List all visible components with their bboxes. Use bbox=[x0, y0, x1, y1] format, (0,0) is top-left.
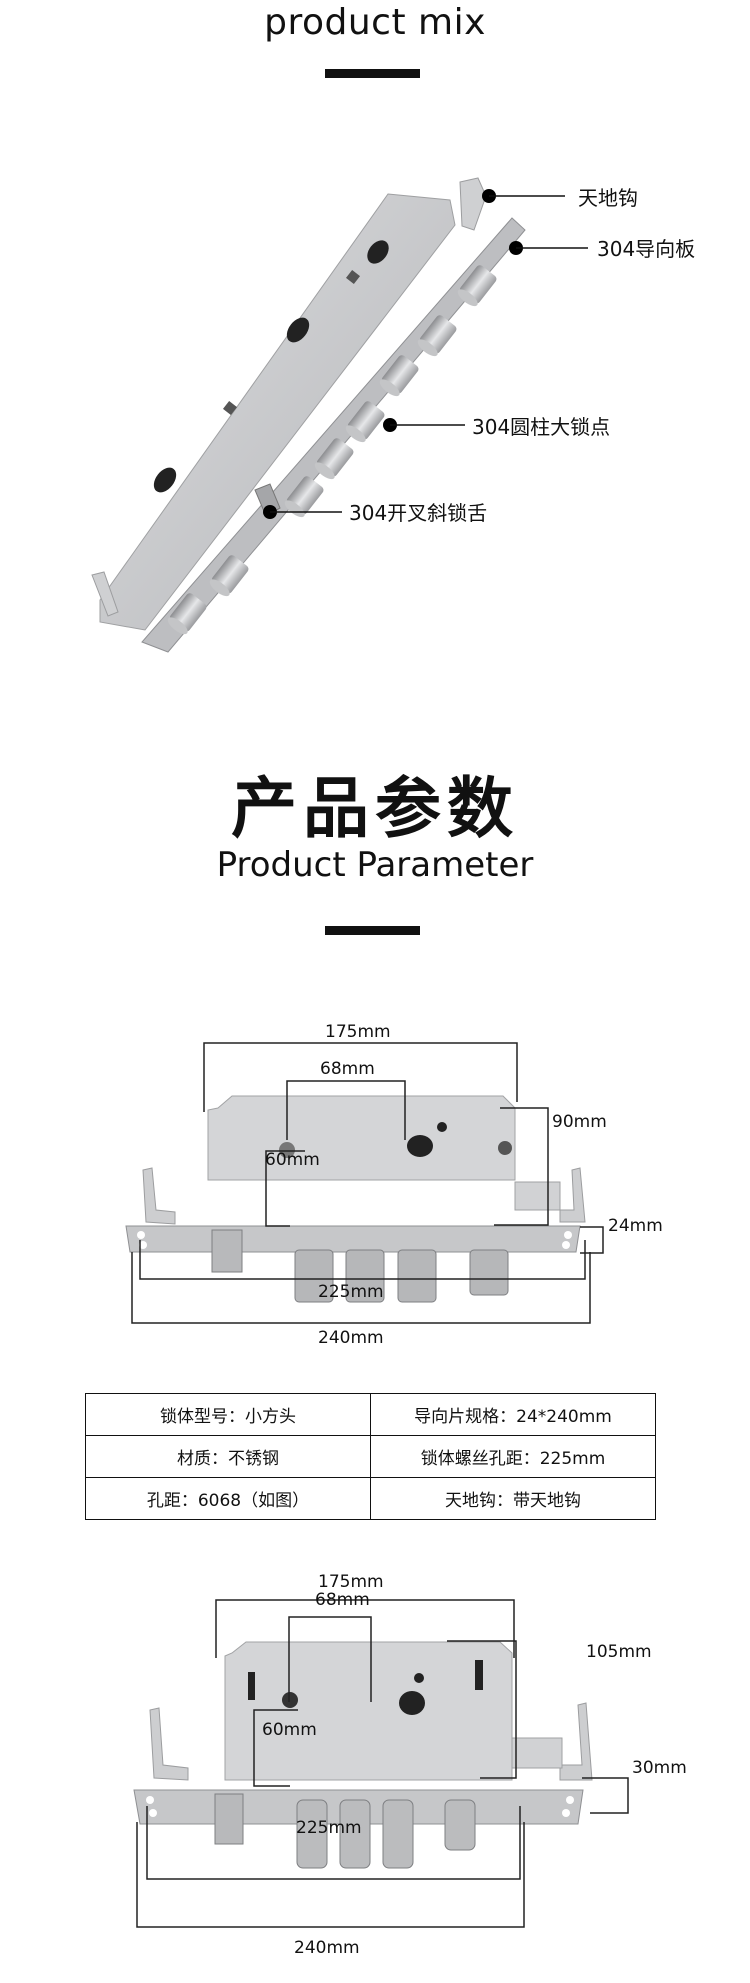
spec-hole-distance: 孔距：6068（如图） bbox=[85, 1477, 371, 1520]
dim-faceplate-width: 30mm bbox=[632, 1758, 687, 1778]
dimension-diagram-1 bbox=[125, 1042, 604, 1324]
keyholes bbox=[153, 240, 389, 493]
table-row: 孔距：6068（如图） 天地钩：带天地钩 bbox=[85, 1477, 656, 1520]
keyholes bbox=[279, 1122, 512, 1158]
dim-backset: 60mm bbox=[265, 1150, 320, 1170]
product-image-lock-angled bbox=[91, 177, 588, 653]
left-hook bbox=[149, 1707, 189, 1781]
dim-faceplate-length: 240mm bbox=[294, 1938, 360, 1958]
dim-body-height: 105mm bbox=[586, 1642, 652, 1662]
callout-lines bbox=[263, 189, 588, 519]
table-row: 材质：不锈钢 锁体螺丝孔距：225mm bbox=[85, 1435, 656, 1478]
lock-body bbox=[207, 1095, 516, 1181]
right-hook bbox=[514, 1167, 586, 1223]
title-underline bbox=[325, 926, 420, 935]
lock-body-plate bbox=[99, 193, 456, 631]
cylinder-bolts bbox=[296, 1799, 476, 1869]
left-hook bbox=[142, 1167, 176, 1225]
dim-faceplate-length: 240mm bbox=[318, 1328, 384, 1348]
latch bbox=[211, 1229, 243, 1273]
spec-material: 材质：不锈钢 bbox=[85, 1435, 371, 1478]
callout-split-latch: 304开叉斜锁舌 bbox=[349, 501, 488, 525]
dim-screw-spacing: 225mm bbox=[318, 1282, 384, 1302]
square-bolts bbox=[294, 1249, 509, 1303]
dim-screw-spacing: 225mm bbox=[296, 1818, 362, 1838]
title-underline bbox=[325, 69, 420, 78]
spec-hook: 天地钩：带天地钩 bbox=[370, 1477, 656, 1520]
callout-cylinder-bolt: 304圆柱大锁点 bbox=[472, 415, 611, 439]
bottom-hook bbox=[91, 571, 119, 617]
dim-body-width: 175mm bbox=[318, 1572, 384, 1592]
callout-top-bottom-hook: 天地钩 bbox=[578, 186, 638, 210]
keyholes bbox=[248, 1660, 483, 1715]
dim-body-width: 175mm bbox=[325, 1022, 391, 1042]
section-title-cn: 产品参数 bbox=[231, 770, 519, 847]
table-row: 锁体型号：小方头 导向片规格：24*240mm bbox=[85, 1393, 656, 1436]
right-hook bbox=[511, 1702, 593, 1781]
spec-guide-plate: 导向片规格：24*240mm bbox=[370, 1393, 656, 1436]
section-title-product-mix: product mix bbox=[264, 2, 486, 43]
dim-spindle-cylinder: 68mm bbox=[315, 1590, 370, 1610]
callout-guide-plate: 304导向板 bbox=[597, 237, 696, 261]
spec-lock-model: 锁体型号：小方头 bbox=[85, 1393, 371, 1436]
dim-faceplate-width: 24mm bbox=[608, 1216, 663, 1236]
dim-body-height: 90mm bbox=[552, 1112, 607, 1132]
latch bbox=[214, 1793, 244, 1845]
dim-spindle-cylinder: 68mm bbox=[320, 1059, 375, 1079]
dimension-lines bbox=[131, 1042, 604, 1324]
section-title-en: Product Parameter bbox=[216, 845, 534, 885]
dim-backset: 60mm bbox=[262, 1720, 317, 1740]
bolts bbox=[167, 265, 497, 635]
lock-body bbox=[224, 1641, 513, 1781]
top-hook bbox=[459, 177, 487, 231]
spec-table: 锁体型号：小方头 导向片规格：24*240mm 材质：不锈钢 锁体螺丝孔距：22… bbox=[85, 1393, 656, 1520]
spec-screw-spacing: 锁体螺丝孔距：225mm bbox=[370, 1435, 656, 1478]
dimension-lines bbox=[136, 1599, 629, 1928]
faceplate bbox=[125, 1225, 581, 1253]
dimension-diagram-2 bbox=[133, 1599, 629, 1928]
